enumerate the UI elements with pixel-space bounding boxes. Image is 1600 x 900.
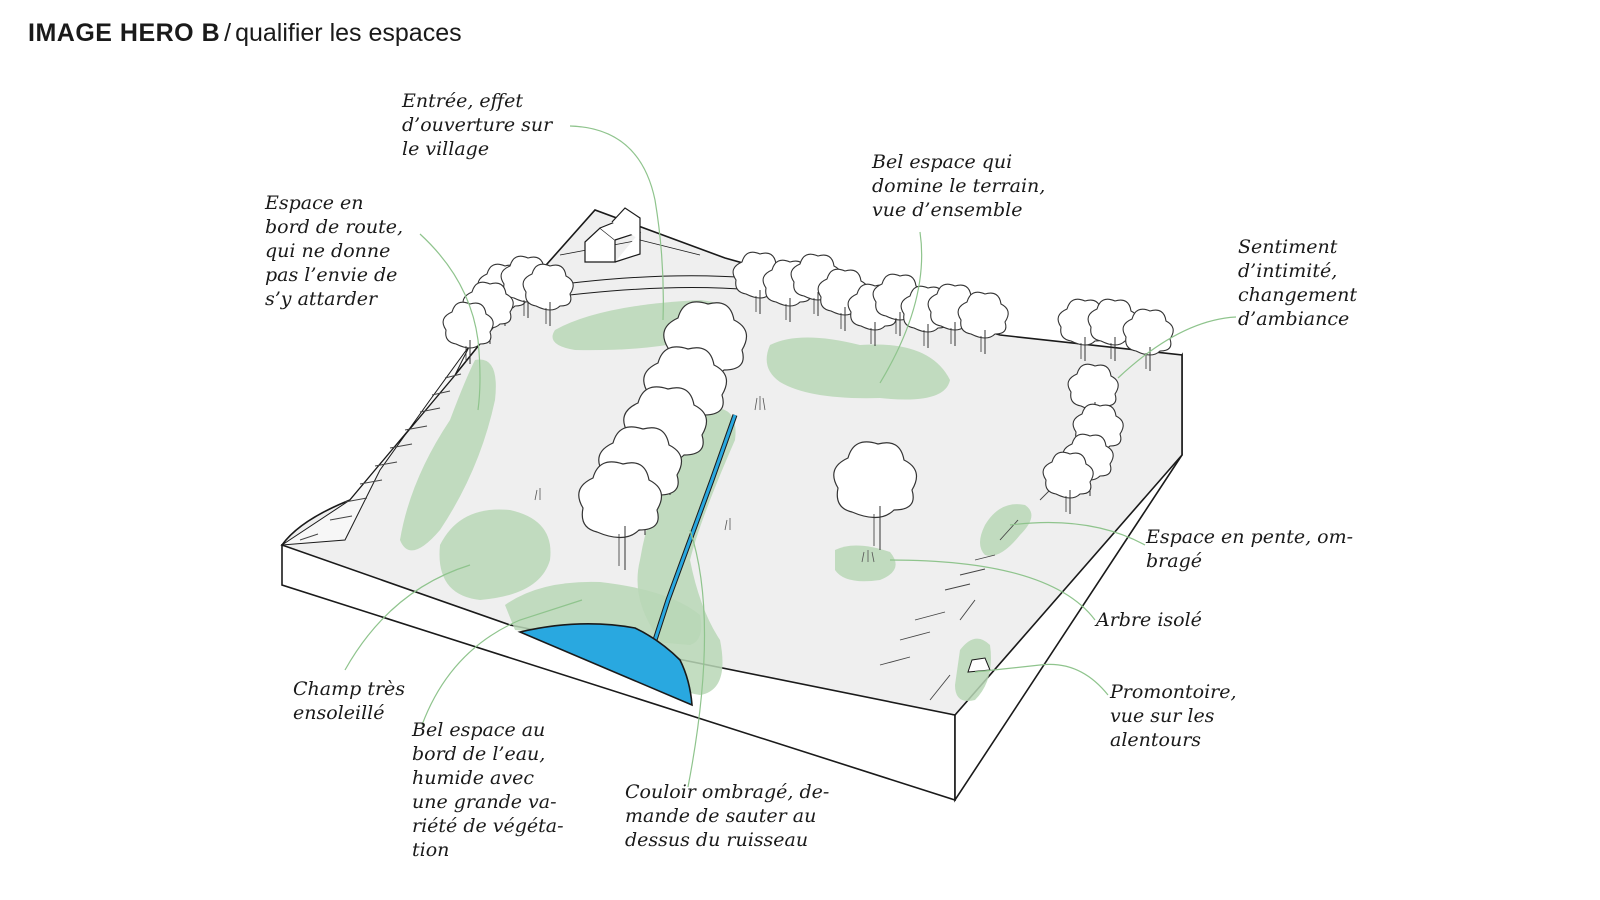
- leader-lines: [344, 125, 1237, 788]
- title-separator: /: [224, 19, 232, 47]
- leader-arbre: [889, 559, 1096, 621]
- zone-domine: [766, 337, 950, 400]
- zone-pente: [980, 504, 1032, 556]
- zone-champ: [439, 509, 551, 600]
- annotation-champ: Champ très ensoleillé: [293, 678, 406, 724]
- leader-pente: [1009, 521, 1146, 546]
- leader-entree: [569, 125, 664, 321]
- leader-bord-route: [419, 233, 481, 411]
- annotation-promontoire: Promontoire, vue sur les alentours: [1110, 681, 1237, 751]
- title-subtitle: qualifier les espaces: [235, 19, 462, 47]
- page-title: IMAGE HERO B/qualifier les espaces: [28, 16, 462, 50]
- leader-champ: [344, 564, 471, 671]
- leader-intimite: [1117, 316, 1237, 379]
- slope-hatching: [299, 373, 462, 541]
- annotation-bord-route: Espace en bord de route, qui ne donne pa…: [265, 192, 404, 310]
- contour-marks: [879, 489, 1051, 701]
- annotation-arbre-isole: Arbre isolé: [1096, 609, 1202, 631]
- annotation-intimite: Sentiment d’intimité, changement d’ambia…: [1238, 236, 1357, 330]
- annotation-bel-espace-domine: Bel espace qui domine le terrain, vue d’…: [872, 151, 1046, 221]
- annotation-entree: Entrée, effet d’ouverture sur le village: [402, 90, 553, 160]
- annotation-pente: Espace en pente, om- bragé: [1146, 526, 1354, 572]
- leader-promontoire: [974, 663, 1109, 696]
- leader-domine: [879, 231, 923, 384]
- annotation-couloir: Couloir ombragé, de- mande de sauter au …: [625, 781, 830, 851]
- leader-couloir: [687, 529, 706, 788]
- embankment-slope: [280, 344, 471, 546]
- zone-bord-route: [400, 359, 496, 551]
- annotation-bord-eau: Bel espace au bord de l’eau, humide avec…: [412, 719, 564, 861]
- village-houses: [584, 207, 642, 263]
- title-bold: IMAGE HERO B: [28, 19, 221, 47]
- lake: [517, 623, 693, 707]
- zone-arbre-isole: [835, 545, 896, 582]
- leader-bord-eau: [421, 599, 583, 726]
